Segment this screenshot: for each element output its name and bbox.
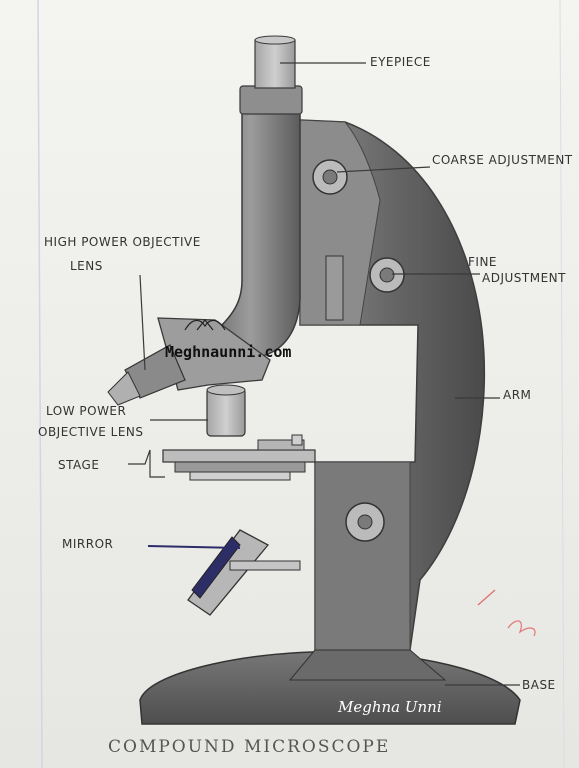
tube-collar	[239, 85, 303, 115]
eyepiece-tube	[254, 39, 296, 89]
watermark-ornament-icon	[184, 319, 226, 331]
teacher-mark	[477, 589, 496, 606]
mirror-shape	[187, 529, 301, 616]
label-fine-line2: ADJUSTMENT	[482, 271, 566, 285]
coarse-adjustment-knob	[312, 159, 348, 195]
pillar-panel	[314, 461, 411, 651]
fine-adjustment-knob	[369, 257, 405, 293]
body-tube	[208, 111, 301, 357]
label-eyepiece: EYEPIECE	[370, 55, 431, 69]
stage-leader	[128, 449, 165, 478]
teacher-initial	[507, 620, 536, 637]
watermark: Meghnaunni.com	[165, 319, 291, 361]
margin-line-right	[559, 0, 565, 768]
high-power-tip	[107, 371, 141, 406]
label-stage: STAGE	[58, 458, 99, 472]
nosepiece	[157, 317, 271, 391]
mirror-leader	[147, 545, 241, 549]
margin-line	[37, 0, 43, 768]
label-high-power-line2: LENS	[70, 259, 103, 273]
label-mirror: MIRROR	[62, 537, 113, 551]
label-low-power-line1: LOW POWER	[46, 404, 126, 418]
watermark-text: Meghnaunni.com	[165, 343, 291, 361]
label-arm: ARM	[503, 388, 531, 402]
arm-slot	[325, 255, 344, 321]
signature: Meghna Unni	[337, 698, 442, 716]
label-fine-line1: FINE	[468, 255, 497, 269]
coarse-leader	[336, 166, 431, 173]
diagram-title: COMPOUND MICROSCOPE	[108, 737, 390, 757]
label-low-power-line2: OBJECTIVE LENS	[38, 425, 144, 439]
pillar-knob	[345, 502, 385, 542]
label-coarse-adjustment: COARSE ADJUSTMENT	[432, 153, 573, 167]
eyepiece-top	[254, 35, 296, 45]
stage-shape	[162, 434, 316, 481]
label-high-power-line1: HIGH POWER OBJECTIVE	[44, 235, 201, 249]
base-foot	[288, 649, 447, 681]
label-base: BASE	[522, 678, 556, 692]
high-power-leader	[139, 274, 146, 371]
low-power-top	[206, 384, 246, 396]
